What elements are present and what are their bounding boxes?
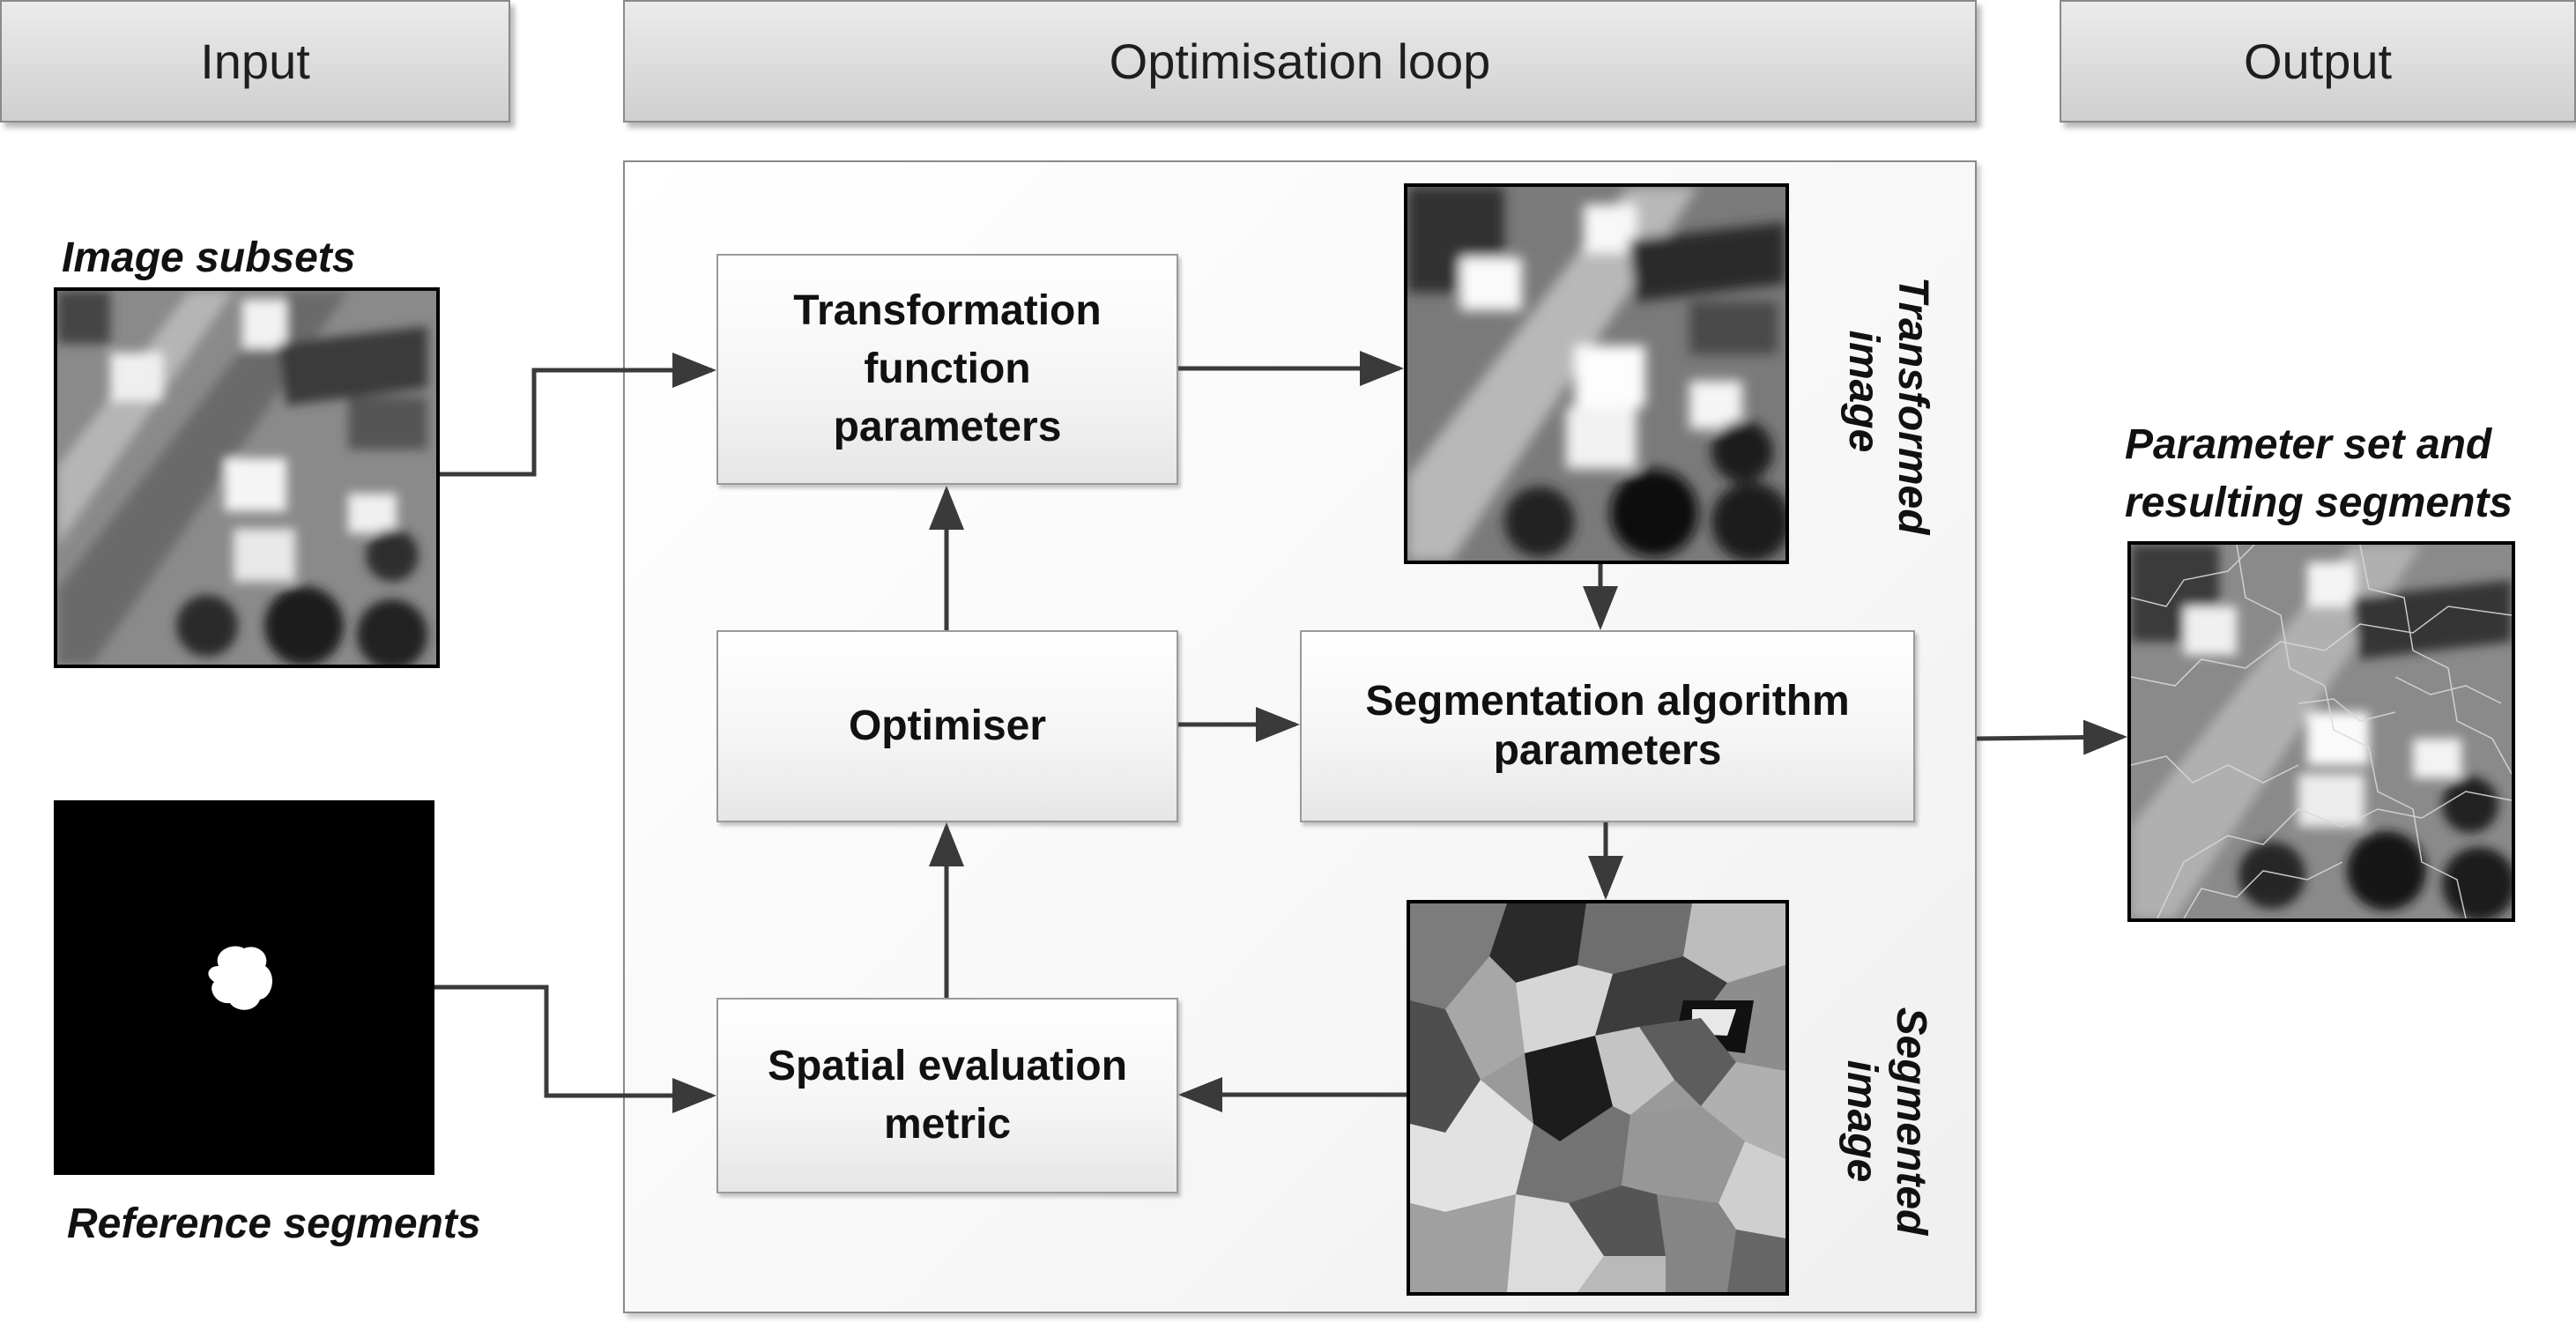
segmentation-algorithm-parameters-box: Segmentation algorithm parameters xyxy=(1300,630,1915,822)
parameter-set-picture xyxy=(2127,541,2515,922)
optimiser-box-label: Optimiser xyxy=(848,702,1047,749)
arrow-reference-to-spatial xyxy=(434,985,716,1113)
reference-segments-label: Reference segments xyxy=(67,1200,481,1247)
segmented-image-picture xyxy=(1407,900,1789,1296)
header-input: Input xyxy=(0,0,510,123)
header-optimisation-loop: Optimisation loop xyxy=(623,0,1977,123)
transformed-image-picture xyxy=(1404,183,1789,564)
optimiser-box: Optimiser xyxy=(716,630,1178,822)
transformation-function-parameters-box: Transformation function parameters xyxy=(716,254,1178,485)
header-loop-label: Optimisation loop xyxy=(1109,33,1491,89)
image-subsets-label: Image subsets xyxy=(62,234,356,281)
spatial-box-label: Spatial evaluation metric xyxy=(767,1043,1128,1148)
spatial-evaluation-metric-box: Spatial evaluation metric xyxy=(716,998,1178,1193)
image-subsets-picture xyxy=(54,287,440,668)
header-input-label: Input xyxy=(200,33,310,89)
segmentation-box-label: Segmentation algorithm parameters xyxy=(1365,678,1850,774)
arrow-image-to-transformation xyxy=(440,353,716,477)
arrow-segmentation-to-output xyxy=(1976,719,2127,755)
header-output-label: Output xyxy=(2243,33,2393,89)
transformation-box-label: Transformation function parameters xyxy=(793,287,1102,450)
reference-segments-picture xyxy=(54,800,434,1175)
header-output: Output xyxy=(2060,0,2576,123)
parameter-set-label: Parameter set and resulting segments xyxy=(2125,421,2513,526)
